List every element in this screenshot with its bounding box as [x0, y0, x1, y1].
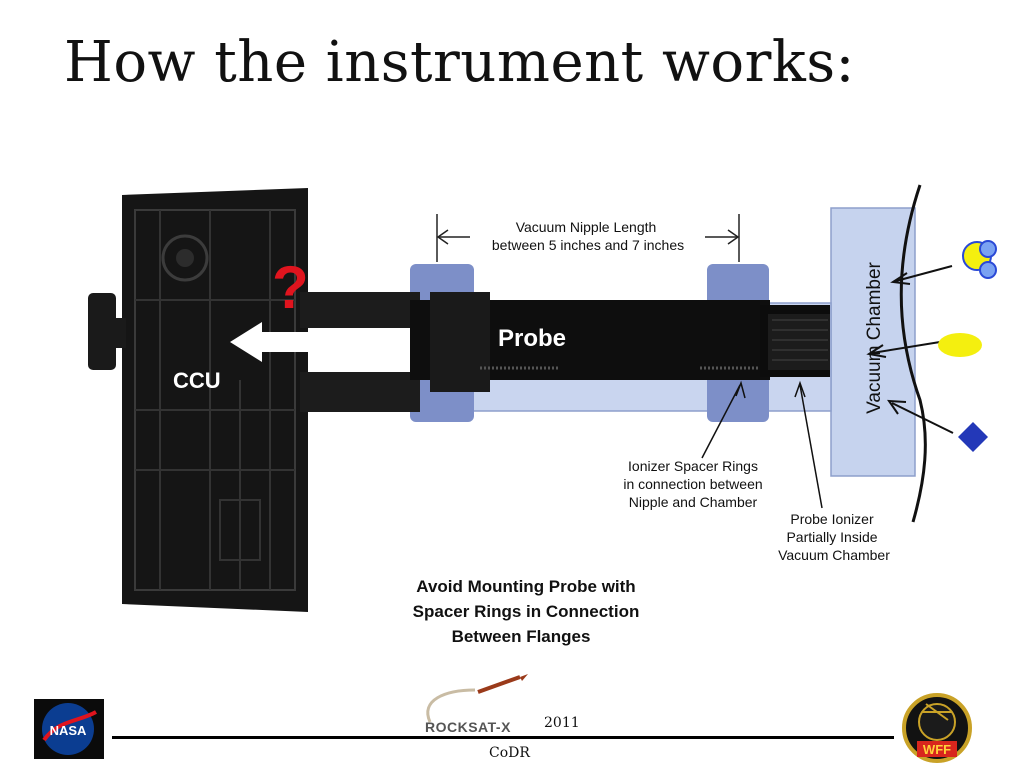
- footer-rule: [112, 736, 894, 739]
- probe-ionizer-line3: Vacuum Chamber: [778, 547, 890, 563]
- warning-line3: Between Flanges: [452, 627, 591, 646]
- yellow-molecule-icon: [938, 333, 982, 357]
- ccu-body: [122, 188, 308, 612]
- blue-diamond-icon: [958, 422, 988, 452]
- slide-title: How the instrument works:: [64, 30, 855, 95]
- probe-ionizer-line1: Probe Ionizer: [790, 511, 874, 527]
- ccu-label: CCU: [173, 368, 221, 393]
- svg-text:ROCKSAT-X: ROCKSAT-X: [425, 719, 511, 735]
- spacer-rings-line1: Ionizer Spacer Rings: [628, 458, 758, 474]
- nasa-logo: NASA: [34, 699, 104, 759]
- probe-ionizer-line2: Partially Inside: [786, 529, 877, 545]
- footer-year: 2011: [544, 715, 580, 731]
- probe-label: Probe: [498, 325, 566, 352]
- spacer-rings-line3: Nipple and Chamber: [629, 494, 758, 510]
- warning-line1: Avoid Mounting Probe with: [416, 577, 635, 596]
- vacuum-chamber-label: Vacuum Chamber: [864, 261, 885, 413]
- probe: [300, 292, 830, 412]
- rocksat-logo: ROCKSAT-X: [425, 674, 528, 735]
- chamber-wall: [899, 184, 927, 523]
- molecule-arrows: [866, 265, 954, 434]
- molecule-cluster-icon: [962, 240, 997, 279]
- vacuum-chamber: [830, 207, 916, 477]
- question-mark: ?: [272, 254, 309, 321]
- callout-leaders: [701, 384, 823, 509]
- wff-logo: WFF: [902, 693, 972, 763]
- svg-text:NASA: NASA: [50, 723, 87, 738]
- dimension-indicator: [436, 214, 740, 262]
- dimension-label-line1: Vacuum Nipple Length: [516, 219, 657, 235]
- signal-arrow: [230, 322, 410, 362]
- spacer-rings-line2: in connection between: [623, 476, 762, 492]
- dimension-label-line2: between 5 inches and 7 inches: [492, 237, 684, 253]
- footer-document-label: CoDR: [489, 745, 530, 761]
- ccu-knob: [88, 293, 126, 370]
- warning-line2: Spacer Rings in Connection: [413, 602, 640, 621]
- svg-text:WFF: WFF: [923, 742, 951, 757]
